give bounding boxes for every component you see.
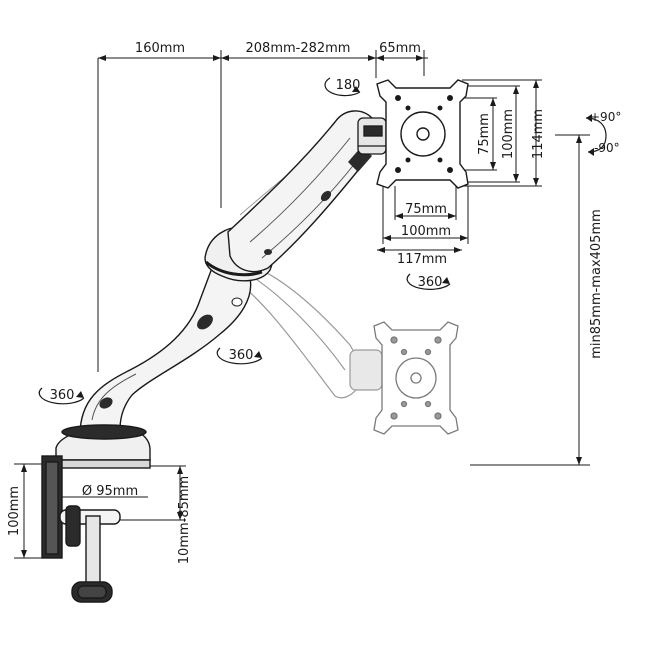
dimension-arrowheads — [21, 55, 582, 558]
rotation-arrowheads — [76, 86, 594, 398]
label-base-rotate: 360 — [50, 388, 75, 403]
label-plate-height: 114mm — [531, 109, 546, 159]
label-plate-width: 117mm — [397, 252, 447, 267]
label-tilt-down: -90° — [594, 141, 620, 155]
label-arm-upper: 160mm — [135, 41, 185, 56]
label-head-swivel: 180 — [336, 78, 361, 93]
label-vesa-100-v: 100mm — [501, 109, 516, 159]
label-base-diameter: Ø 95mm — [82, 484, 138, 499]
desk-base — [55, 424, 151, 469]
tilt-head — [357, 117, 387, 155]
forearm — [227, 110, 376, 273]
lower-arm — [79, 261, 252, 441]
label-clamp-height: 100mm — [7, 486, 22, 536]
label-plate-rotate: 360 — [418, 275, 443, 290]
label-arm-joint: 360 — [229, 348, 254, 363]
vesa-holes — [395, 95, 453, 173]
lowered-vesa-plate — [373, 321, 459, 435]
label-vesa-depth: 65mm — [379, 41, 421, 56]
vesa-plate — [376, 79, 469, 189]
label-desk-thickness: 10mm-85mm — [177, 476, 192, 564]
label-height-range: min85mm-max405mm — [589, 209, 604, 359]
label-vesa-75-v: 75mm — [477, 113, 492, 155]
label-tilt-up: +90° — [590, 110, 621, 124]
label-vesa-75-h: 75mm — [405, 202, 447, 217]
c-clamp — [41, 455, 121, 603]
label-vesa-100-h: 100mm — [401, 224, 451, 239]
dimension-lines — [14, 50, 590, 559]
lowered-arm-ghost — [231, 261, 383, 399]
label-arm-forearm: 208mm-282mm — [246, 41, 351, 56]
arm-tension-knob — [99, 297, 243, 409]
rotation-arrows — [38, 77, 607, 405]
